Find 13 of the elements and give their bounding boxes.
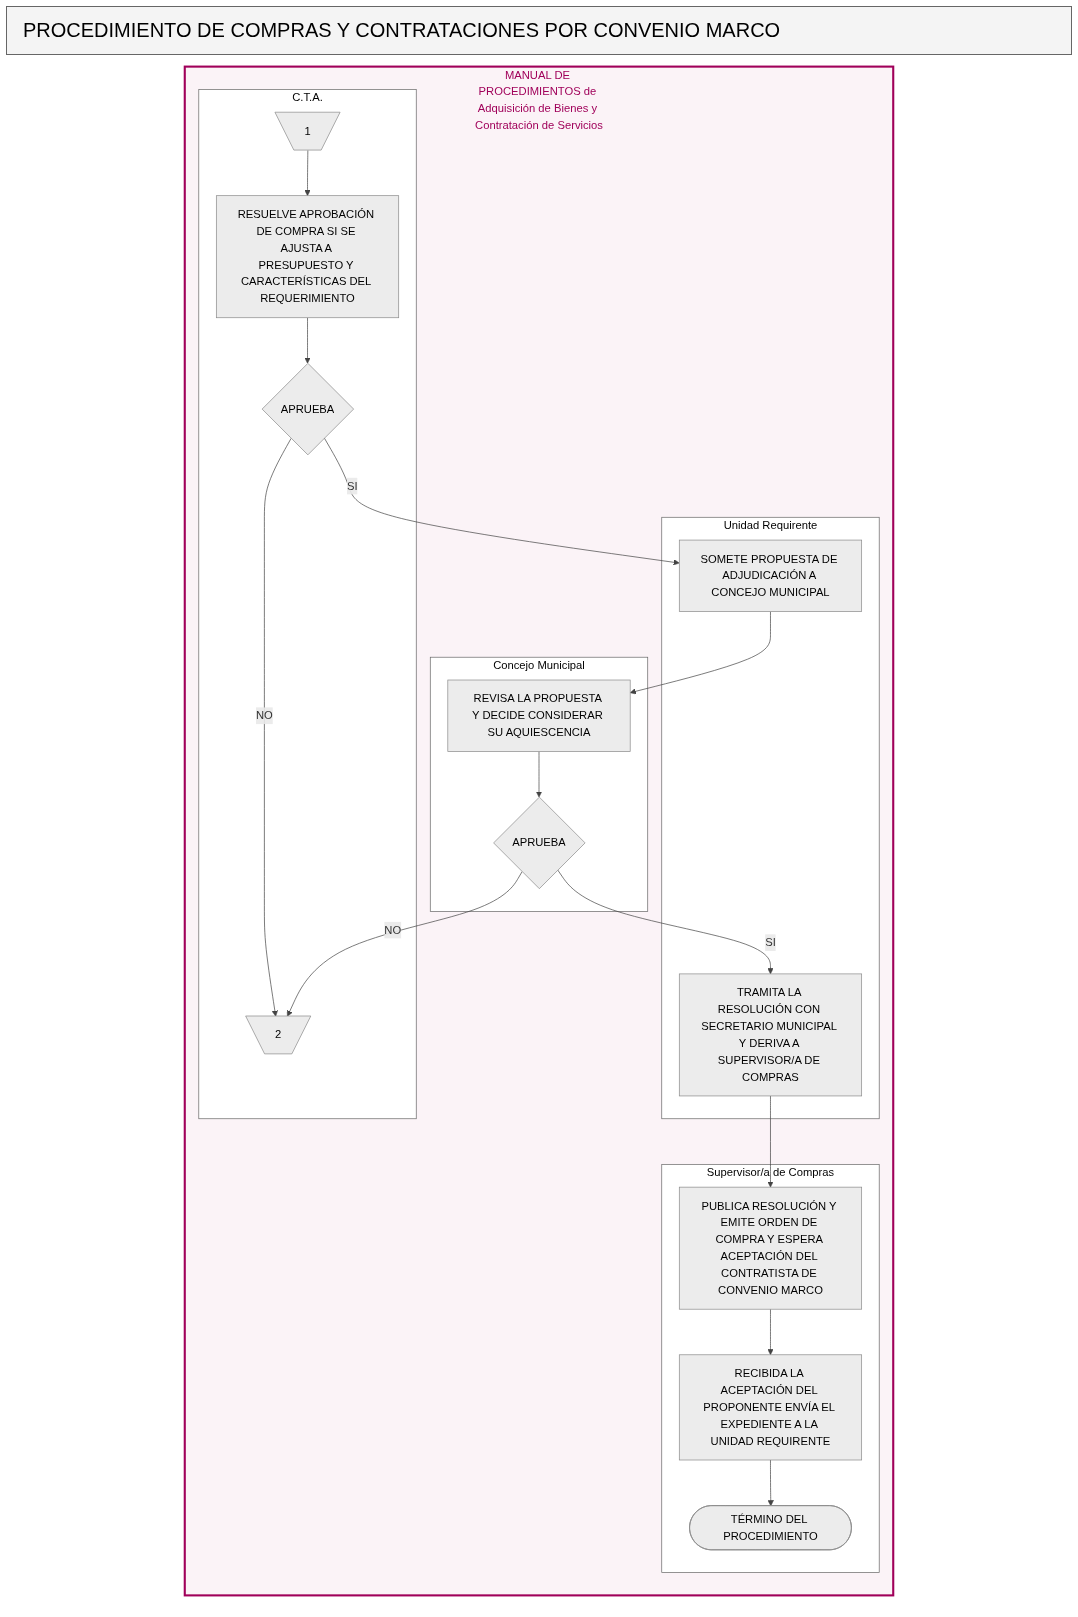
edge-label: SI [765,936,776,949]
node-box: SOMETE PROPUESTA DE ADJUDICACIÓN A CONCEJO MUNICIPAL [678,539,862,612]
diagram-title: PROCEDIMIENTO DE COMPRAS Y CONTRATACIONES POR CONVENIO MARCO [6,6,1072,55]
edge-label: NO [255,709,273,722]
node-box: RESUELVE APROBACIÓN DE COMPRA SI SE AJUSTA A PRESUPUESTO Y CARACTERÍSTICAS DEL REQUERIMIENTO [216,195,400,319]
node-box: PUBLICA RESOLUCIÓN Y EMITE ORDEN DE COMPRA Y ESPERA ACEPTACIÓN DEL CONTRATISTA DE CONVENIO MARCO [678,1186,862,1310]
node-diamond: APRUEBA [261,362,354,456]
node-box: REVISA LA PROPUESTA Y DECIDE CONSIDERAR SU AQUIESCENCIA [447,679,631,752]
edge-label: SI [346,479,358,492]
node-diamond: APRUEBA [493,796,586,889]
node-box: TRAMITA LA RESOLUCIÓN CON SECRETARIO MUNICIPAL Y DERIVA A SUPERVISOR/A DE COMPRAS [678,973,862,1097]
edge-label: NO [384,923,402,936]
node-box: RECIBIDA LA ACEPTACIÓN DEL PROPONENTE ENVÍA EL EXPEDIENTE A LA UNIDAD REQUIRENTE [678,1354,862,1461]
